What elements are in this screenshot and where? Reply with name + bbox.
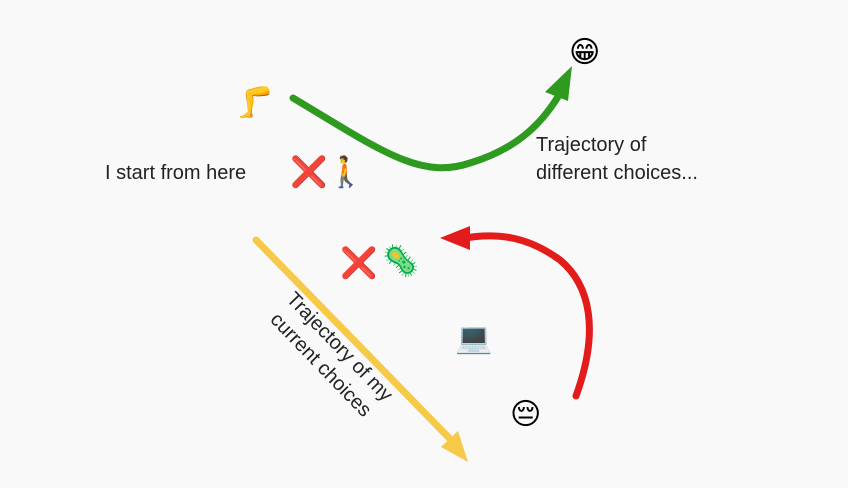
grinning-face-icon: 😁 <box>569 35 601 70</box>
yellow-arrow-line <box>252 236 459 448</box>
yellow-arrow-head <box>441 431 468 462</box>
green-arrow-path <box>289 86 566 172</box>
leg-icon: 🦵 <box>236 85 274 120</box>
red-arrow-path <box>461 232 593 400</box>
pensive-face-icon: 😔 <box>510 397 542 432</box>
laptop-icon: 💻 <box>455 321 493 356</box>
virus-icon: 🦠 <box>382 244 420 279</box>
different-choices-line-1: Trajectory of <box>536 134 647 156</box>
person-walking-icon: 🚶 <box>327 155 365 190</box>
red-arrow-head <box>440 226 470 250</box>
different-choices-line-2: different choices... <box>536 162 698 184</box>
cross-mark-icon: ❌ <box>290 155 328 190</box>
start-label: I start from here <box>105 162 247 184</box>
cross-mark-icon: ❌ <box>340 246 378 281</box>
different-choices-label: Trajectory of different choices... <box>536 131 698 187</box>
green-arrow-head <box>545 66 572 101</box>
